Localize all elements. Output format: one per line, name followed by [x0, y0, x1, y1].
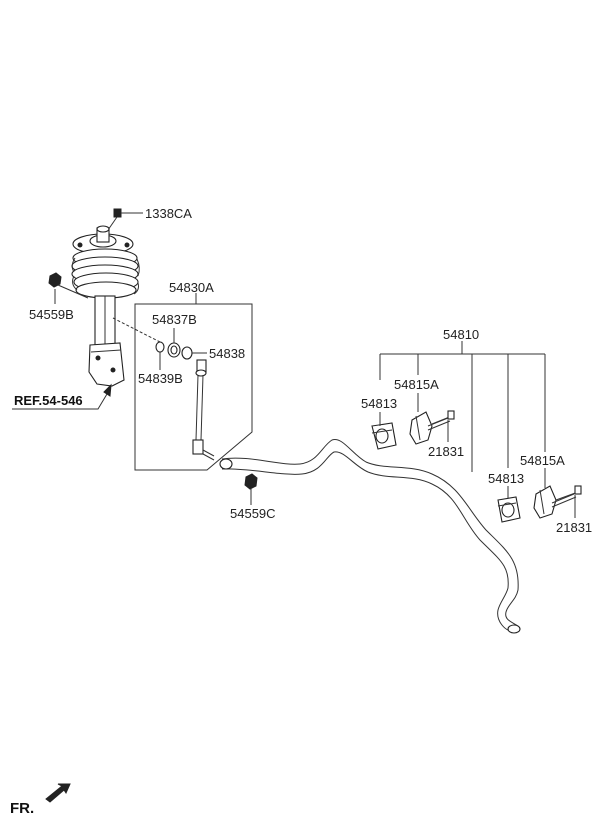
label-fr: FR. — [10, 800, 34, 817]
label-54813-right: 54813 — [488, 471, 524, 486]
bracket-left — [409, 410, 455, 445]
label-54838: 54838 — [209, 346, 245, 361]
link-assembly — [134, 293, 253, 471]
label-54839B: 54839B — [138, 371, 183, 386]
top-nut — [113, 208, 122, 218]
label-54830A: 54830A — [169, 280, 214, 295]
nut-54559C — [244, 473, 258, 490]
label-ref: REF.54-546 — [14, 393, 83, 408]
nut-54559B — [48, 272, 62, 288]
bracket-right — [533, 485, 582, 519]
coil-spring — [71, 248, 140, 299]
bushing-right — [497, 496, 521, 523]
strut-assembly — [48, 208, 161, 387]
label-54815A-left: 54815A — [394, 377, 439, 392]
ref-arrow — [12, 383, 112, 410]
part-54839B — [155, 341, 165, 353]
label-54559C: 54559C — [230, 506, 276, 521]
bushing-left — [371, 422, 397, 450]
link-bottom-joint — [192, 439, 204, 455]
stabilizer-bar — [219, 438, 521, 634]
front-arrow-icon — [45, 783, 71, 803]
leader-54810 — [379, 341, 576, 518]
label-54810: 54810 — [443, 327, 479, 342]
label-54837B: 54837B — [152, 312, 197, 327]
label-1338CA: 1338CA — [145, 206, 192, 221]
label-54559B: 54559B — [29, 307, 74, 322]
label-54815A-right: 54815A — [520, 453, 565, 468]
label-21831-right: 21831 — [556, 520, 592, 535]
part-54838 — [181, 346, 193, 360]
label-21831-left: 21831 — [428, 444, 464, 459]
label-54813-left: 54813 — [361, 396, 397, 411]
